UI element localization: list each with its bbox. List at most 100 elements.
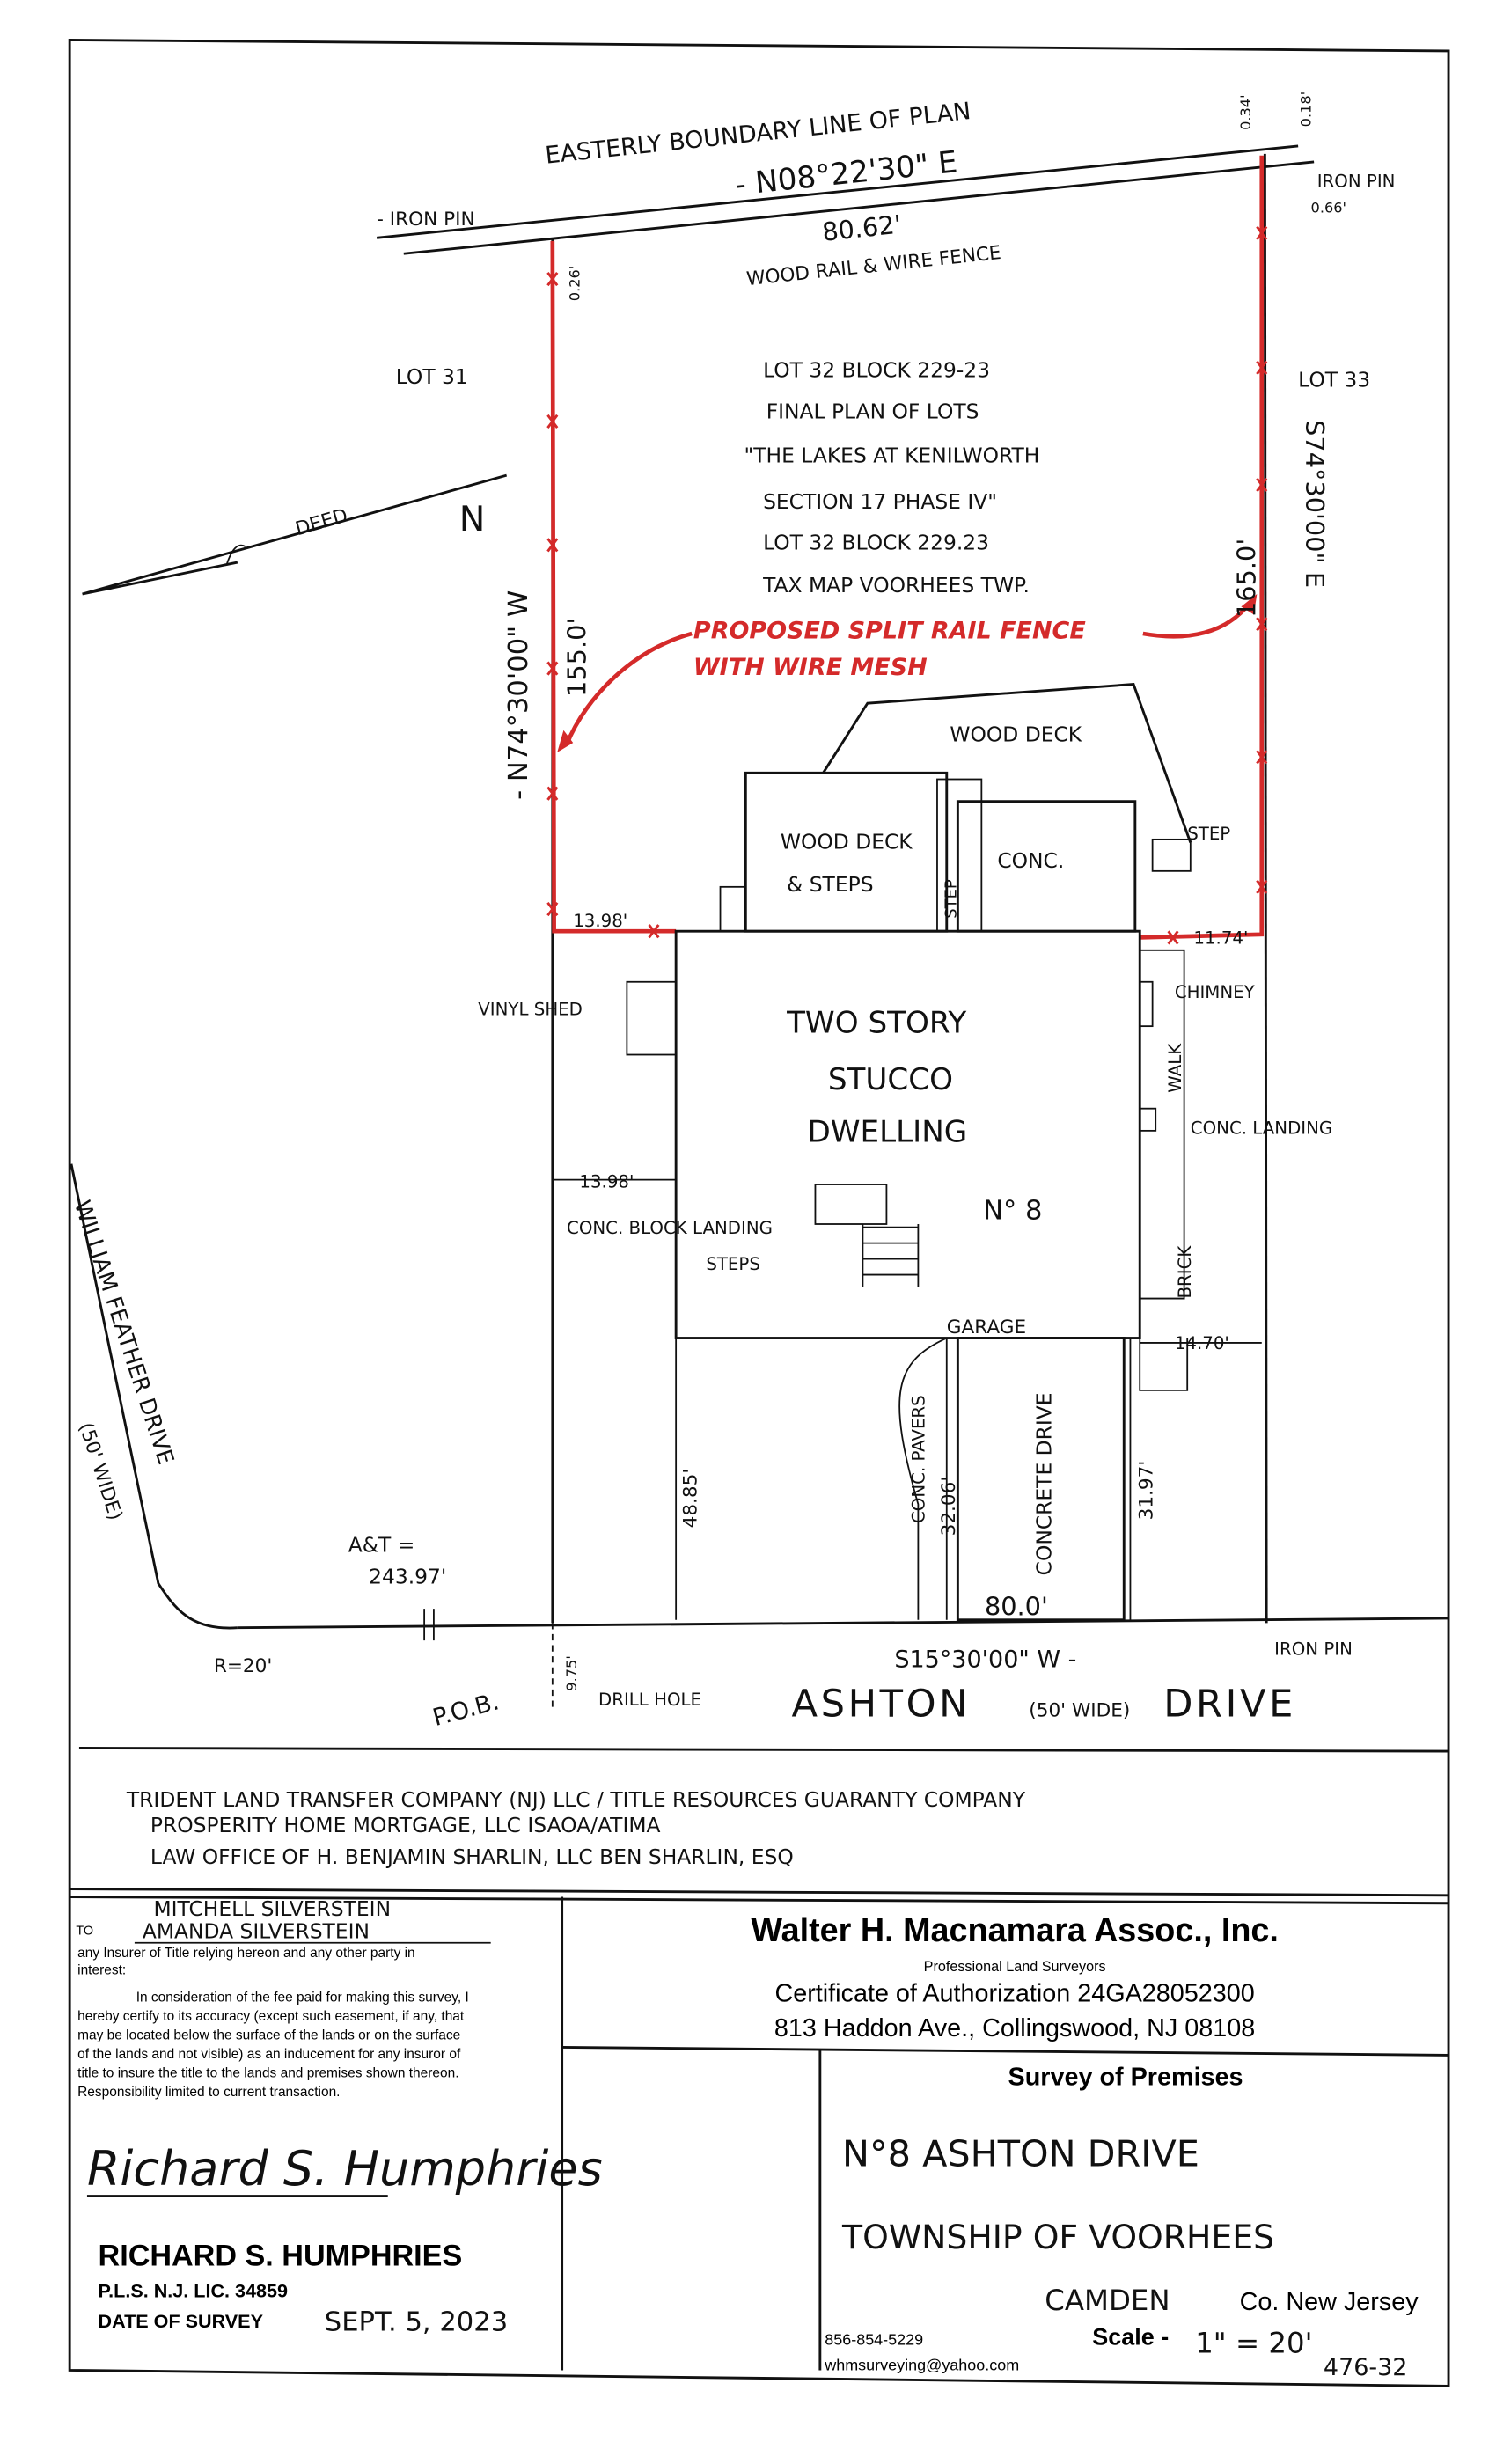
sheet-border bbox=[68, 38, 1450, 2387]
svg-text:GARAGE: GARAGE bbox=[947, 1316, 1026, 1338]
svg-text:TAX MAP VOORHEES TWP.: TAX MAP VOORHEES TWP. bbox=[762, 573, 1030, 598]
top-bearing: - N08°22'30" E bbox=[733, 144, 959, 202]
certified-parties: TRIDENT LAND TRANSFER COMPANY (NJ) LLC /… bbox=[126, 1787, 1026, 1869]
svg-text:Co. New Jersey: Co. New Jersey bbox=[1240, 2288, 1419, 2316]
left-bearing: - N74°30'00" W bbox=[503, 590, 534, 800]
svg-text:DWELLING: DWELLING bbox=[807, 1114, 967, 1149]
svg-text:WOOD DECK: WOOD DECK bbox=[950, 722, 1082, 746]
proposed-fence-label-1: PROPOSED SPLIT RAIL FENCE bbox=[693, 617, 1086, 644]
svg-text:hereby certify to its accuracy: hereby certify to its accuracy (except s… bbox=[77, 2009, 465, 2024]
north-arrow: DEED N bbox=[82, 473, 508, 596]
front-distance: 80.0' bbox=[985, 1591, 1048, 1621]
dim-3206: 32.06' bbox=[938, 1477, 960, 1536]
dwelling: TWO STORY STUCCO DWELLING N° 8 GARAGE VI… bbox=[478, 929, 1332, 1391]
top-fence-label: WOOD RAIL & WIRE FENCE bbox=[745, 242, 1002, 290]
right-lot-line bbox=[1263, 153, 1268, 1624]
certification-block: MITCHELL SILVERSTEIN TO AMANDA SILVERSTE… bbox=[76, 1896, 602, 2337]
svg-text:Responsibility limited to curr: Responsibility limited to current transa… bbox=[77, 2085, 340, 2100]
svg-text:Scale -: Scale - bbox=[1092, 2324, 1169, 2350]
svg-text:TRIDENT LAND TRANSFER COMPANY: TRIDENT LAND TRANSFER COMPANY (NJ) LLC /… bbox=[126, 1787, 1026, 1812]
svg-text:CAMDEN: CAMDEN bbox=[1045, 2284, 1170, 2317]
svg-text:WOOD DECK: WOOD DECK bbox=[781, 830, 913, 854]
top-distance: 80.62' bbox=[821, 209, 903, 247]
svg-text:In consideration of the fee pa: In consideration of the fee paid for mak… bbox=[136, 1990, 469, 2005]
svg-text:DEED: DEED bbox=[293, 505, 350, 541]
svg-text:RICHARD S. HUMPHRIES: RICHARD S. HUMPHRIES bbox=[99, 2240, 463, 2273]
iron-pin-bottom: IRON PIN bbox=[1274, 1639, 1353, 1659]
ashton-width: (50' WIDE) bbox=[1029, 1699, 1130, 1721]
ashton-drive-label: DRIVE bbox=[1163, 1682, 1296, 1726]
offset-066: 0.66' bbox=[1311, 199, 1347, 216]
svg-text:STUCCO: STUCCO bbox=[828, 1062, 953, 1097]
svg-text:& STEPS: & STEPS bbox=[787, 872, 873, 897]
svg-text:Survey of Premises: Survey of Premises bbox=[1008, 2064, 1243, 2092]
svg-text:1" = 20': 1" = 20' bbox=[1195, 2327, 1312, 2360]
svg-text:SECTION 17 PHASE IV": SECTION 17 PHASE IV" bbox=[763, 489, 997, 514]
svg-text:whmsurveying@yahoo.com: whmsurveying@yahoo.com bbox=[824, 2356, 1019, 2373]
svg-text:MITCHELL SILVERSTEIN: MITCHELL SILVERSTEIN bbox=[153, 1896, 391, 1921]
svg-text:BRICK: BRICK bbox=[1175, 1245, 1195, 1299]
at-label: A&T = bbox=[348, 1532, 415, 1557]
svg-text:N°8 ASHTON DRIVE: N°8 ASHTON DRIVE bbox=[842, 2132, 1199, 2174]
dim-4885: 48.85' bbox=[680, 1469, 702, 1529]
offset-018: 0.18' bbox=[1298, 92, 1315, 128]
front-bearing: S15°30'00" W - bbox=[894, 1646, 1076, 1674]
svg-text:CONC. LANDING: CONC. LANDING bbox=[1191, 1118, 1332, 1138]
offset-034: 0.34' bbox=[1237, 94, 1254, 130]
svg-text:title to insure the title to t: title to insure the title to the lands a… bbox=[77, 2066, 458, 2081]
svg-text:STEP: STEP bbox=[1187, 824, 1230, 844]
svg-text:Professional Land Surveyors: Professional Land Surveyors bbox=[924, 1959, 1106, 1975]
left-distance: 155.0' bbox=[562, 618, 592, 697]
offset-026: 0.26' bbox=[566, 266, 583, 302]
dim-1398-top: 13.98' bbox=[573, 911, 627, 931]
lot-33-label: LOT 33 bbox=[1298, 367, 1370, 392]
surveyor-signature: Richard S. Humphries bbox=[87, 2141, 603, 2196]
svg-text:P.L.S. N.J. LIC. 34859: P.L.S. N.J. LIC. 34859 bbox=[99, 2280, 288, 2302]
svg-text:Certificate of Authorization 2: Certificate of Authorization 24GA2805230… bbox=[774, 1979, 1254, 2007]
svg-text:TOWNSHIP OF VOORHEES: TOWNSHIP OF VOORHEES bbox=[841, 2218, 1274, 2256]
right-bearing: S74°30'00" E bbox=[1300, 420, 1330, 588]
svg-text:STEPS: STEPS bbox=[706, 1254, 760, 1274]
svg-text:may be located below the surfa: may be located below the surface of the … bbox=[77, 2028, 460, 2042]
svg-text:TWO STORY: TWO STORY bbox=[786, 1005, 966, 1040]
svg-text:SEPT. 5, 2023: SEPT. 5, 2023 bbox=[325, 2306, 508, 2337]
svg-text:N° 8: N° 8 bbox=[983, 1196, 1042, 1227]
svg-text:LOT 32 BLOCK 229.23: LOT 32 BLOCK 229.23 bbox=[763, 531, 989, 555]
top-boundary: EASTERLY BOUNDARY LINE OF PLAN - N08°22'… bbox=[377, 92, 1395, 301]
svg-text:LOT 32 BLOCK 229-23: LOT 32 BLOCK 229-23 bbox=[763, 358, 990, 383]
svg-text:CONC.: CONC. bbox=[997, 848, 1064, 873]
dim-1174: 11.74' bbox=[1193, 928, 1248, 949]
svg-text:N: N bbox=[459, 499, 486, 539]
lot-31-label: LOT 31 bbox=[396, 364, 468, 389]
svg-text:813 Haddon Ave., Collingswood,: 813 Haddon Ave., Collingswood, NJ 08108 bbox=[774, 2014, 1255, 2042]
svg-text:TO: TO bbox=[76, 1925, 93, 1939]
pob-label: P.O.B. bbox=[429, 1688, 502, 1732]
dim-1398-mid: 13.98' bbox=[579, 1172, 634, 1192]
svg-text:STEP: STEP bbox=[942, 879, 961, 919]
svg-text:WALK: WALK bbox=[1165, 1043, 1185, 1093]
dim-975: 9.75' bbox=[563, 1655, 580, 1690]
svg-text:CHIMNEY: CHIMNEY bbox=[1175, 982, 1256, 1002]
svg-text:VINYL SHED: VINYL SHED bbox=[478, 1000, 583, 1020]
proposed-fence-label-2: WITH WIRE MESH bbox=[693, 654, 928, 681]
iron-pin-right: IRON PIN bbox=[1317, 172, 1396, 192]
svg-text:interest:: interest: bbox=[77, 1963, 126, 1978]
right-distance: 165.0' bbox=[1232, 539, 1262, 618]
svg-text:FINAL PLAN OF LOTS: FINAL PLAN OF LOTS bbox=[766, 399, 979, 423]
concrete-drive-label: CONCRETE DRIVE bbox=[1031, 1392, 1056, 1575]
svg-text:PROSPERITY HOME MORTGAGE, LLC: PROSPERITY HOME MORTGAGE, LLC ISAOA/ATIM… bbox=[150, 1813, 661, 1837]
dim-1470: 14.70' bbox=[1175, 1333, 1229, 1353]
concrete-drive bbox=[956, 1337, 1126, 1622]
svg-text:of the lands and not visible): of the lands and not visible) as an indu… bbox=[77, 2047, 461, 2062]
svg-text:CONC. BLOCK LANDING: CONC. BLOCK LANDING bbox=[567, 1218, 773, 1238]
radius-label: R=20' bbox=[214, 1655, 272, 1677]
svg-text:Walter H. Macnamara Assoc., In: Walter H. Macnamara Assoc., Inc. bbox=[751, 1912, 1279, 1949]
svg-text:LAW OFFICE OF H. BENJAMIN SHAR: LAW OFFICE OF H. BENJAMIN SHARLIN, LLC B… bbox=[150, 1844, 794, 1869]
svg-text:any Insurer of Title relying h: any Insurer of Title relying hereon and … bbox=[77, 1946, 415, 1961]
at-value: 243.97' bbox=[369, 1564, 446, 1588]
svg-text:DATE OF SURVEY: DATE OF SURVEY bbox=[99, 2310, 264, 2332]
svg-text:856-854-5229: 856-854-5229 bbox=[825, 2331, 923, 2349]
ashton-label: ASHTON bbox=[791, 1682, 971, 1726]
svg-text:476-32: 476-32 bbox=[1324, 2354, 1408, 2381]
